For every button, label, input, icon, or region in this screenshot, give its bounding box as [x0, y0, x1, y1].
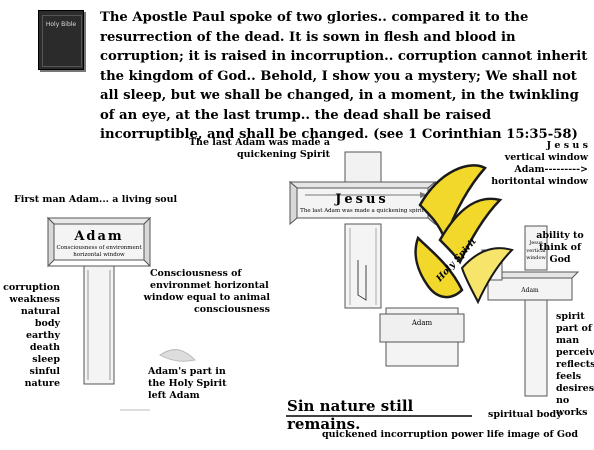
list-item: perceives: [556, 347, 594, 358]
center-cross: Adam Jesus The last Adam was made a quic…: [288, 151, 465, 367]
spirit-list: spirit part of man perceives reflects fe…: [556, 311, 594, 419]
center-cross-sub: The last Adam was made a quickening spir…: [300, 208, 424, 214]
right-cross-sub1: vertical: [525, 248, 546, 254]
left-cross: Adam Consciousness of environment horizo…: [46, 216, 152, 385]
list-item: reflects: [556, 359, 594, 370]
list-item: corruption: [3, 282, 60, 293]
list-item: feels: [556, 371, 582, 382]
jesus-vertical-line: Adam--------->: [514, 164, 588, 175]
first-man-label: First man Adam... a living soul: [14, 194, 178, 205]
list-item: part of: [556, 323, 592, 334]
left-cross-name: Adam: [73, 229, 123, 244]
consciousness-label: Consciousness of environmet horizontal w…: [140, 268, 270, 316]
last-adam-line: The last Adam was made a: [188, 137, 330, 148]
list-item: death: [29, 342, 60, 353]
intro-paragraph: The Apostle Paul spoke of two glories.. …: [100, 10, 588, 142]
right-cross-sub2: window: [526, 255, 546, 261]
jesus-vertical-line: horitontal window: [491, 176, 588, 187]
consciousness-line: environmet horizontal: [150, 280, 269, 291]
adams-part-line: left Adam: [148, 390, 200, 401]
list-item: natural body: [20, 306, 60, 329]
ability-line: ability to: [536, 230, 584, 241]
adams-part-line: Adam's part in: [148, 366, 226, 377]
list-item: no works: [556, 395, 588, 418]
consciousness-line: consciousness: [193, 304, 270, 315]
right-cross-name: Jesus: [528, 240, 543, 246]
left-cross-sub1: Consciousness of environment: [56, 245, 142, 251]
adams-part-label: Adam's part in the Holy Spirit left Adam: [148, 366, 248, 402]
bottom-caption: quickened incorruption power life image …: [322, 429, 579, 440]
bible-book-icon: Holy Bible: [38, 10, 84, 70]
corruption-list: corruption weakness natural body earthy …: [2, 282, 60, 390]
list-item: spirit: [556, 311, 585, 322]
last-adam-line: quickening Spirit: [236, 149, 330, 160]
consciousness-line: window equal to animal: [143, 292, 270, 303]
jesus-vertical-label: J e s u s vertical window Adam--------->…: [470, 140, 588, 188]
jesus-vertical-line: vertical window: [504, 152, 588, 163]
holy-spirit-dove-icon: Holy Spirit: [414, 164, 514, 305]
right-cross-lower-name: Adam: [520, 287, 539, 294]
adams-part-line: the Holy Spirit: [148, 378, 227, 389]
dove-shadow-icon: [159, 349, 197, 362]
left-cross-sub2: horizontal window: [73, 252, 125, 258]
consciousness-line: Consciousness of: [150, 268, 242, 279]
list-item: desires: [556, 383, 594, 394]
jesus-vertical-line: J e s u s: [546, 140, 588, 151]
list-item: earthy: [25, 330, 60, 341]
list-item: sinful nature: [24, 366, 60, 389]
ability-line: God: [549, 254, 571, 265]
spiritual-body-label: spiritual body: [488, 409, 562, 420]
list-item: man: [556, 335, 580, 346]
ability-label: ability to think of God: [530, 230, 590, 266]
list-item: weakness: [9, 294, 60, 305]
bible-title: Holy Bible: [45, 21, 77, 28]
ability-line: think of: [538, 242, 582, 253]
sin-nature-label: Sin nature still remains.: [287, 397, 414, 433]
center-cross-lower-name: Adam: [411, 319, 433, 327]
last-adam-label: The last Adam was made a quickening Spir…: [170, 137, 330, 161]
center-cross-name: Jesus: [334, 192, 389, 207]
list-item: sleep: [32, 354, 60, 365]
